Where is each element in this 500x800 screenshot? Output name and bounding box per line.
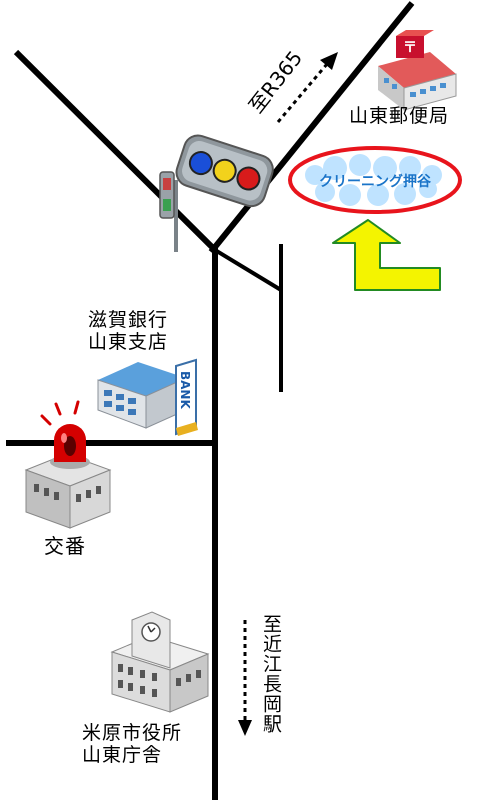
destination-label: クリーニング押谷	[319, 173, 432, 190]
koban-label: 交番	[44, 534, 86, 558]
bank-label-line1: 滋賀銀行	[88, 309, 169, 331]
to-station-label: 至近江長岡駅	[260, 614, 282, 734]
post-office-icon: 〒	[378, 30, 457, 111]
bank-label-line2: 山東支店	[88, 331, 169, 353]
svg-text:〒: 〒	[403, 40, 417, 56]
roads	[6, 1, 415, 800]
road-northeast	[208, 1, 415, 254]
traffic-light-icon	[159, 134, 274, 252]
city-office-label-line1: 米原市役所	[82, 722, 183, 744]
city-hall-icon	[110, 611, 210, 713]
side-road-diagonal	[213, 248, 283, 292]
arrow-to-station	[238, 620, 252, 736]
bank-icon	[97, 358, 198, 436]
yellow-arrow	[332, 219, 441, 291]
arrow-to-r365	[276, 52, 338, 123]
destination-badge: クリーニング押谷	[288, 146, 462, 214]
police-box-icon	[24, 400, 112, 529]
city-office-label-line2: 山東庁舎	[82, 744, 163, 766]
post-office-label: 山東郵便局	[349, 105, 450, 127]
bank-sign: BANK	[178, 371, 192, 409]
road-northwest	[13, 49, 218, 253]
